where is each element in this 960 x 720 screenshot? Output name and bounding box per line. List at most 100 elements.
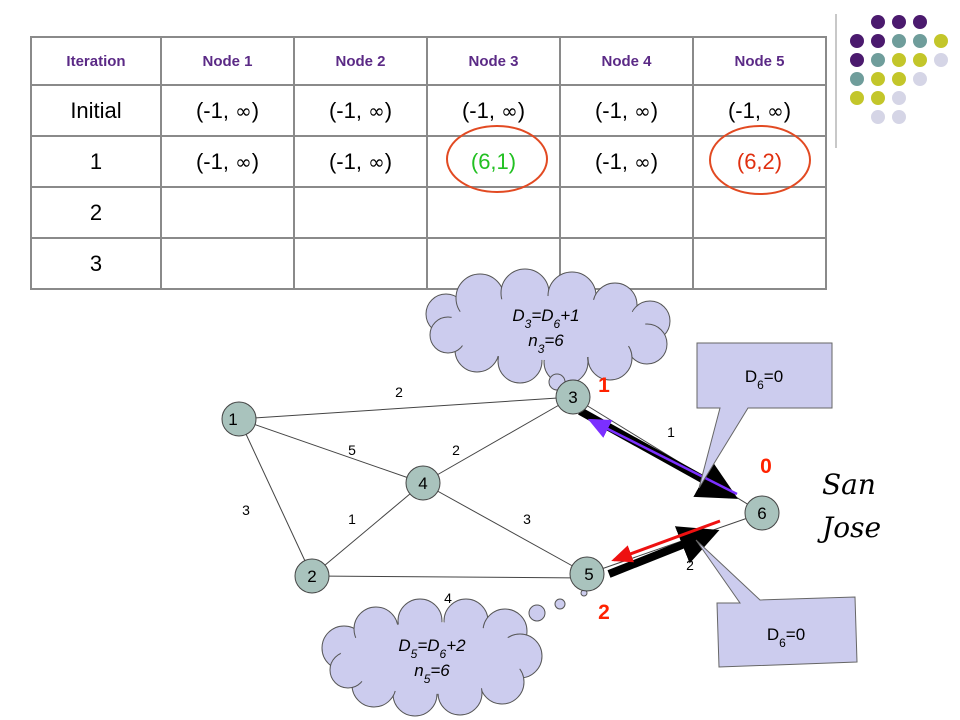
decorative-dots — [850, 15, 948, 124]
node-3-label: 3 — [568, 388, 577, 407]
infinity-symbol: ∞ — [235, 149, 252, 174]
highlight-node3-iter1 — [446, 125, 548, 193]
decorative-dot — [913, 34, 927, 48]
infinity-symbol: ∞ — [634, 98, 651, 123]
highlight-node5-iter1 — [709, 125, 811, 195]
edge-1-2 — [238, 418, 313, 577]
distance-label-node6: 0 — [760, 455, 772, 478]
decorative-dot — [913, 72, 927, 86]
arrow-5-to-6 — [607, 526, 720, 578]
decorative-dot — [892, 72, 906, 86]
decorative-dot — [871, 53, 885, 67]
node-4-label: 4 — [418, 474, 427, 493]
decorative-dot — [892, 91, 906, 105]
table-cell: (-1, ∞) — [559, 135, 694, 188]
weight-4-2: 1 — [348, 511, 356, 527]
row-label: Initial — [30, 84, 162, 137]
node-3 — [555, 379, 591, 415]
arrow-6-to-5 — [611, 519, 721, 563]
infinity-symbol: ∞ — [501, 98, 518, 123]
infinity-symbol: ∞ — [235, 98, 252, 123]
decorative-dot — [892, 34, 906, 48]
table-cell — [160, 237, 295, 290]
node-5-label: 5 — [584, 565, 593, 584]
decorative-dot — [892, 53, 906, 67]
table-row-1: 1 (-1, ∞) (-1, ∞) (6,1) (-1, ∞) (6,2) — [30, 135, 827, 188]
edge-4-3 — [422, 396, 574, 484]
decorative-dot — [850, 72, 864, 86]
arrow-6-to-3 — [587, 418, 738, 496]
decorative-dot — [913, 15, 927, 29]
table-row-2: 2 — [30, 186, 827, 239]
infinity-symbol: ∞ — [767, 98, 784, 123]
header-node-4: Node 4 — [559, 36, 694, 86]
weight-1-4: 5 — [348, 442, 356, 458]
edge-1-3 — [238, 396, 574, 420]
thought-cloud-top — [425, 268, 671, 403]
weight-1-2: 3 — [242, 502, 250, 518]
city-label-line1: San — [822, 468, 876, 501]
table-cell-node5-iter1: (6,2) — [692, 135, 827, 188]
edge-4-5 — [422, 482, 588, 575]
decorative-dot — [892, 110, 906, 124]
table-row-initial: Initial (-1, ∞) (-1, ∞) (-1, ∞) (-1, ∞) … — [30, 84, 827, 137]
infinity-symbol: ∞ — [368, 98, 385, 123]
table-cell: (-1, ∞) — [160, 135, 295, 188]
thought-cloud-bottom — [321, 589, 588, 717]
decorative-dot — [871, 91, 885, 105]
weight-2-5: 4 — [444, 590, 452, 606]
decorative-dot — [934, 53, 948, 67]
node-1 — [221, 401, 257, 437]
table-cell: (-1, ∞) — [293, 135, 428, 188]
weight-5-6: 2 — [686, 557, 694, 573]
city-label-line2: Jose — [817, 511, 881, 544]
decorative-dot — [913, 53, 927, 67]
decorative-dot — [871, 110, 885, 124]
node-2 — [294, 558, 330, 594]
edge-1-4 — [238, 418, 424, 484]
header-node-1: Node 1 — [160, 36, 295, 86]
infinity-symbol: ∞ — [634, 149, 651, 174]
edge-2-5 — [311, 575, 588, 579]
infinity-symbol: ∞ — [368, 149, 385, 174]
weight-4-3: 2 — [452, 442, 460, 458]
table-cell — [293, 186, 428, 239]
node-6-label: 6 — [757, 504, 766, 523]
node-1-label: 1 — [228, 410, 237, 429]
weight-3-6: 1 — [667, 424, 675, 440]
table-cell: (-1, ∞) — [293, 84, 428, 137]
header-node-3: Node 3 — [426, 36, 561, 86]
weight-4-5: 3 — [523, 511, 531, 527]
callout-box-bottom — [695, 539, 858, 668]
decorative-dot — [871, 72, 885, 86]
table-cell-node3-iter1: (6,1) — [426, 135, 561, 188]
callout-box-top — [696, 342, 833, 489]
weight-1-3: 2 — [395, 384, 403, 400]
decorative-dot — [850, 91, 864, 105]
table-cell: (-1, ∞) — [559, 84, 694, 137]
header-iteration: Iteration — [30, 36, 162, 86]
table-cell — [293, 237, 428, 290]
table-cell: (-1, ∞) — [160, 84, 295, 137]
distance-label-node3: 1 — [598, 374, 610, 397]
distance-label-node5: 2 — [598, 601, 610, 624]
edge-4-2 — [311, 482, 424, 577]
header-node-5: Node 5 — [692, 36, 827, 86]
edge-5-6 — [586, 512, 763, 575]
table-cell: (-1, ∞) — [692, 84, 827, 137]
table-cell — [426, 186, 561, 239]
node-4 — [405, 465, 441, 501]
decorative-dot — [850, 53, 864, 67]
table-cell — [160, 186, 295, 239]
row-label: 3 — [30, 237, 162, 290]
node-6 — [744, 495, 780, 531]
corner-divider — [835, 14, 837, 148]
table-header-row: Iteration Node 1 Node 2 Node 3 Node 4 No… — [30, 36, 827, 86]
node-5 — [569, 556, 605, 592]
table-cell — [692, 237, 827, 290]
decorative-dot — [871, 34, 885, 48]
table-cell: (-1, ∞) — [426, 84, 561, 137]
row-label: 1 — [30, 135, 162, 188]
table-cell — [559, 186, 694, 239]
